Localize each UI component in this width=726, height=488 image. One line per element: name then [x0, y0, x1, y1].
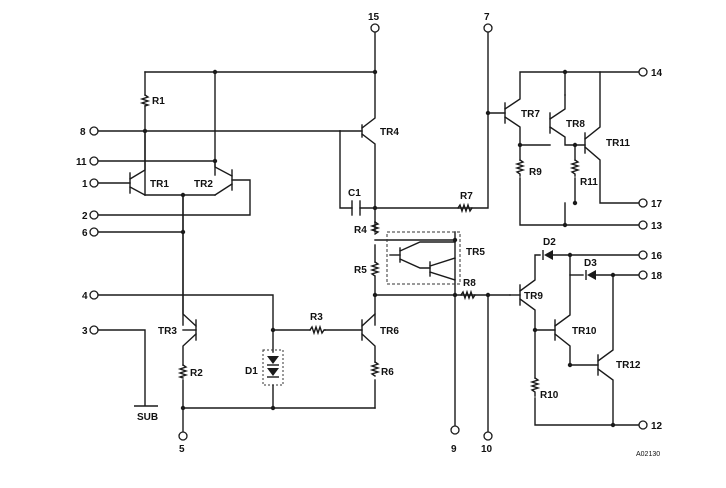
component-labels: R1 TR1 TR2 TR3 R2 D1 R3 TR4 C1 R4 R5 TR5…	[137, 96, 660, 458]
label-r7: R7	[460, 191, 473, 202]
resistor-r7	[457, 202, 473, 214]
pin-2-terminal	[89, 210, 99, 220]
resistor-r6	[369, 361, 381, 377]
pin-15-terminal	[370, 23, 380, 33]
pin-11-label: 11	[76, 157, 87, 168]
pin-17-terminal	[638, 198, 648, 208]
pin-11-terminal	[89, 156, 99, 166]
pin-14-terminal	[638, 67, 648, 77]
resistor-r8	[460, 289, 476, 301]
pin-3-label: 3	[82, 326, 88, 337]
junctions	[142, 69, 616, 428]
label-r10: R10	[540, 390, 559, 401]
pin-labels: 15 7 14 8 11 1 17 2 13 6 16 18 4 3 5 9 1…	[76, 12, 663, 455]
label-r6: R6	[381, 367, 394, 378]
pin-12-label: 12	[651, 421, 663, 432]
label-d2: D2	[543, 237, 556, 248]
label-r11: R11	[580, 177, 598, 188]
transistor-tr1	[129, 130, 146, 196]
tr5-darlington-box	[386, 231, 461, 285]
label-tr9: TR9	[524, 291, 543, 302]
resistors	[139, 94, 581, 397]
resistor-r10	[529, 377, 541, 397]
label-tr10: TR10	[572, 326, 597, 337]
diode-d2	[542, 250, 553, 260]
resistor-r9	[514, 159, 526, 177]
pin-13-terminal	[638, 220, 648, 230]
resistor-r1	[139, 94, 151, 107]
resistor-r5	[369, 261, 381, 277]
label-r9: R9	[529, 167, 542, 178]
pin-17-label: 17	[651, 199, 663, 210]
resistor-r3	[309, 324, 326, 336]
resistor-r11	[569, 159, 581, 177]
label-r4: R4	[354, 225, 367, 236]
label-d3: D3	[584, 258, 597, 269]
pin-7-terminal	[483, 23, 493, 33]
pin-8-terminal	[89, 126, 99, 136]
label-tr5: TR5	[466, 247, 485, 258]
diode-d3	[585, 270, 596, 280]
pin-9-terminal	[450, 425, 460, 435]
label-tr2: TR2	[194, 179, 213, 190]
label-tr3: TR3	[158, 326, 177, 337]
label-tr11: TR11	[606, 138, 630, 149]
pin-1-label: 1	[82, 179, 88, 190]
label-tr1: TR1	[150, 179, 169, 190]
pin-6-terminal	[89, 227, 99, 237]
label-c1: C1	[348, 188, 361, 199]
pin-16-label: 16	[651, 251, 663, 262]
label-r5: R5	[354, 265, 367, 276]
label-tr7: TR7	[521, 109, 540, 120]
pin-16-terminal	[638, 250, 648, 260]
label-r3: R3	[310, 312, 323, 323]
pin-5-terminal	[178, 431, 188, 441]
label-r2: R2	[190, 368, 203, 379]
pin-10-terminal	[483, 431, 493, 441]
pin-14-label: 14	[651, 68, 663, 79]
pin-13-label: 13	[651, 221, 663, 232]
pin-9-label: 9	[451, 444, 457, 455]
pin-18-label: 18	[651, 271, 663, 282]
diode-d1	[262, 349, 284, 386]
pin-8-label: 8	[80, 127, 86, 138]
label-tr4: TR4	[380, 127, 399, 138]
label-d1: D1	[245, 366, 258, 377]
pin-2-label: 2	[82, 211, 88, 222]
pin-3-terminal	[89, 325, 99, 335]
pin-15-label: 15	[368, 12, 380, 23]
pin-1-terminal	[89, 178, 99, 188]
pin-5-label: 5	[179, 444, 185, 455]
label-r8: R8	[463, 278, 476, 289]
pin-terminals	[89, 23, 648, 441]
capacitor-c1	[351, 200, 361, 216]
reference-code: A02130	[636, 451, 660, 458]
transistor-tr2	[214, 160, 233, 196]
pin-10-label: 10	[481, 444, 493, 455]
label-tr12: TR12	[616, 360, 641, 371]
label-tr6: TR6	[380, 326, 399, 337]
sub-label: SUB	[137, 412, 158, 423]
label-tr8: TR8	[566, 119, 585, 130]
pin-12-terminal	[638, 420, 648, 430]
label-r1: R1	[152, 96, 165, 107]
pin-7-label: 7	[484, 12, 490, 23]
pin-6-label: 6	[82, 228, 88, 239]
resistor-r2	[177, 364, 189, 379]
pin-4-terminal	[89, 290, 99, 300]
pin-4-label: 4	[82, 291, 88, 302]
pin-18-terminal	[638, 270, 648, 280]
resistor-r4	[369, 221, 381, 235]
wiring	[97, 31, 641, 433]
